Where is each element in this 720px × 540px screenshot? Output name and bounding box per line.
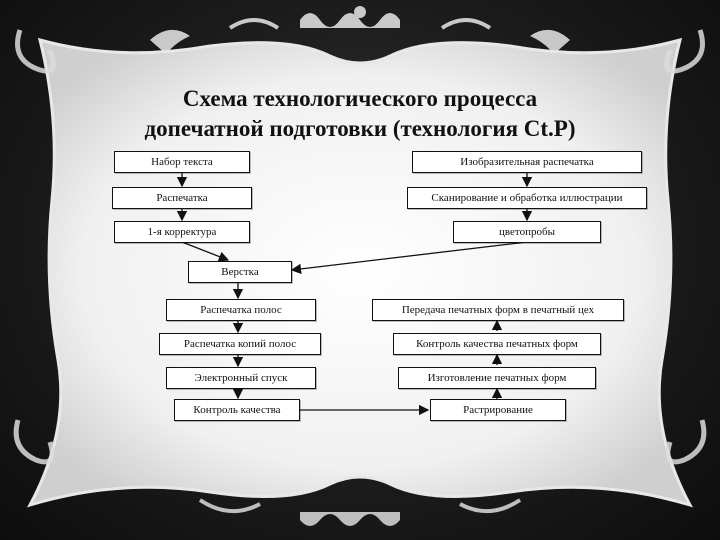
title-line-1: Схема технологического процесса	[182, 86, 538, 111]
node-kontrol-form: Контроль качества печатных форм	[393, 333, 601, 355]
node-korrektura: 1-я корректура	[114, 221, 250, 243]
node-skanirovanie: Сканирование и обработка иллюстрации	[407, 187, 647, 209]
node-peredacha-form: Передача печатных форм в печатный цех	[372, 299, 624, 321]
top-ornament	[150, 6, 570, 54]
title-line-2: допечатной подготовки (технология Ct.P)	[144, 116, 576, 141]
node-kopii-polos: Распечатка копий полос	[159, 333, 321, 355]
node-izgotovlenie-form: Изготовление печатных форм	[398, 367, 596, 389]
node-raspechatka-polos: Распечатка полос	[166, 299, 316, 321]
node-nabor-teksta: Набор текста	[114, 151, 250, 173]
node-elektronny-spusk: Электронный спуск	[166, 367, 316, 389]
node-verstka: Верстка	[188, 261, 292, 283]
node-kontrol-kachestva: Контроль качества	[174, 399, 300, 421]
node-izobrazitelnaya: Изобразительная распечатка	[412, 151, 642, 173]
node-cvetoproby: цветопробы	[453, 221, 601, 243]
node-rastrirovanie: Растрирование	[430, 399, 566, 421]
node-raspechatka: Распечатка	[112, 187, 252, 209]
page-title: Схема технологического процесса допечатн…	[80, 84, 640, 144]
